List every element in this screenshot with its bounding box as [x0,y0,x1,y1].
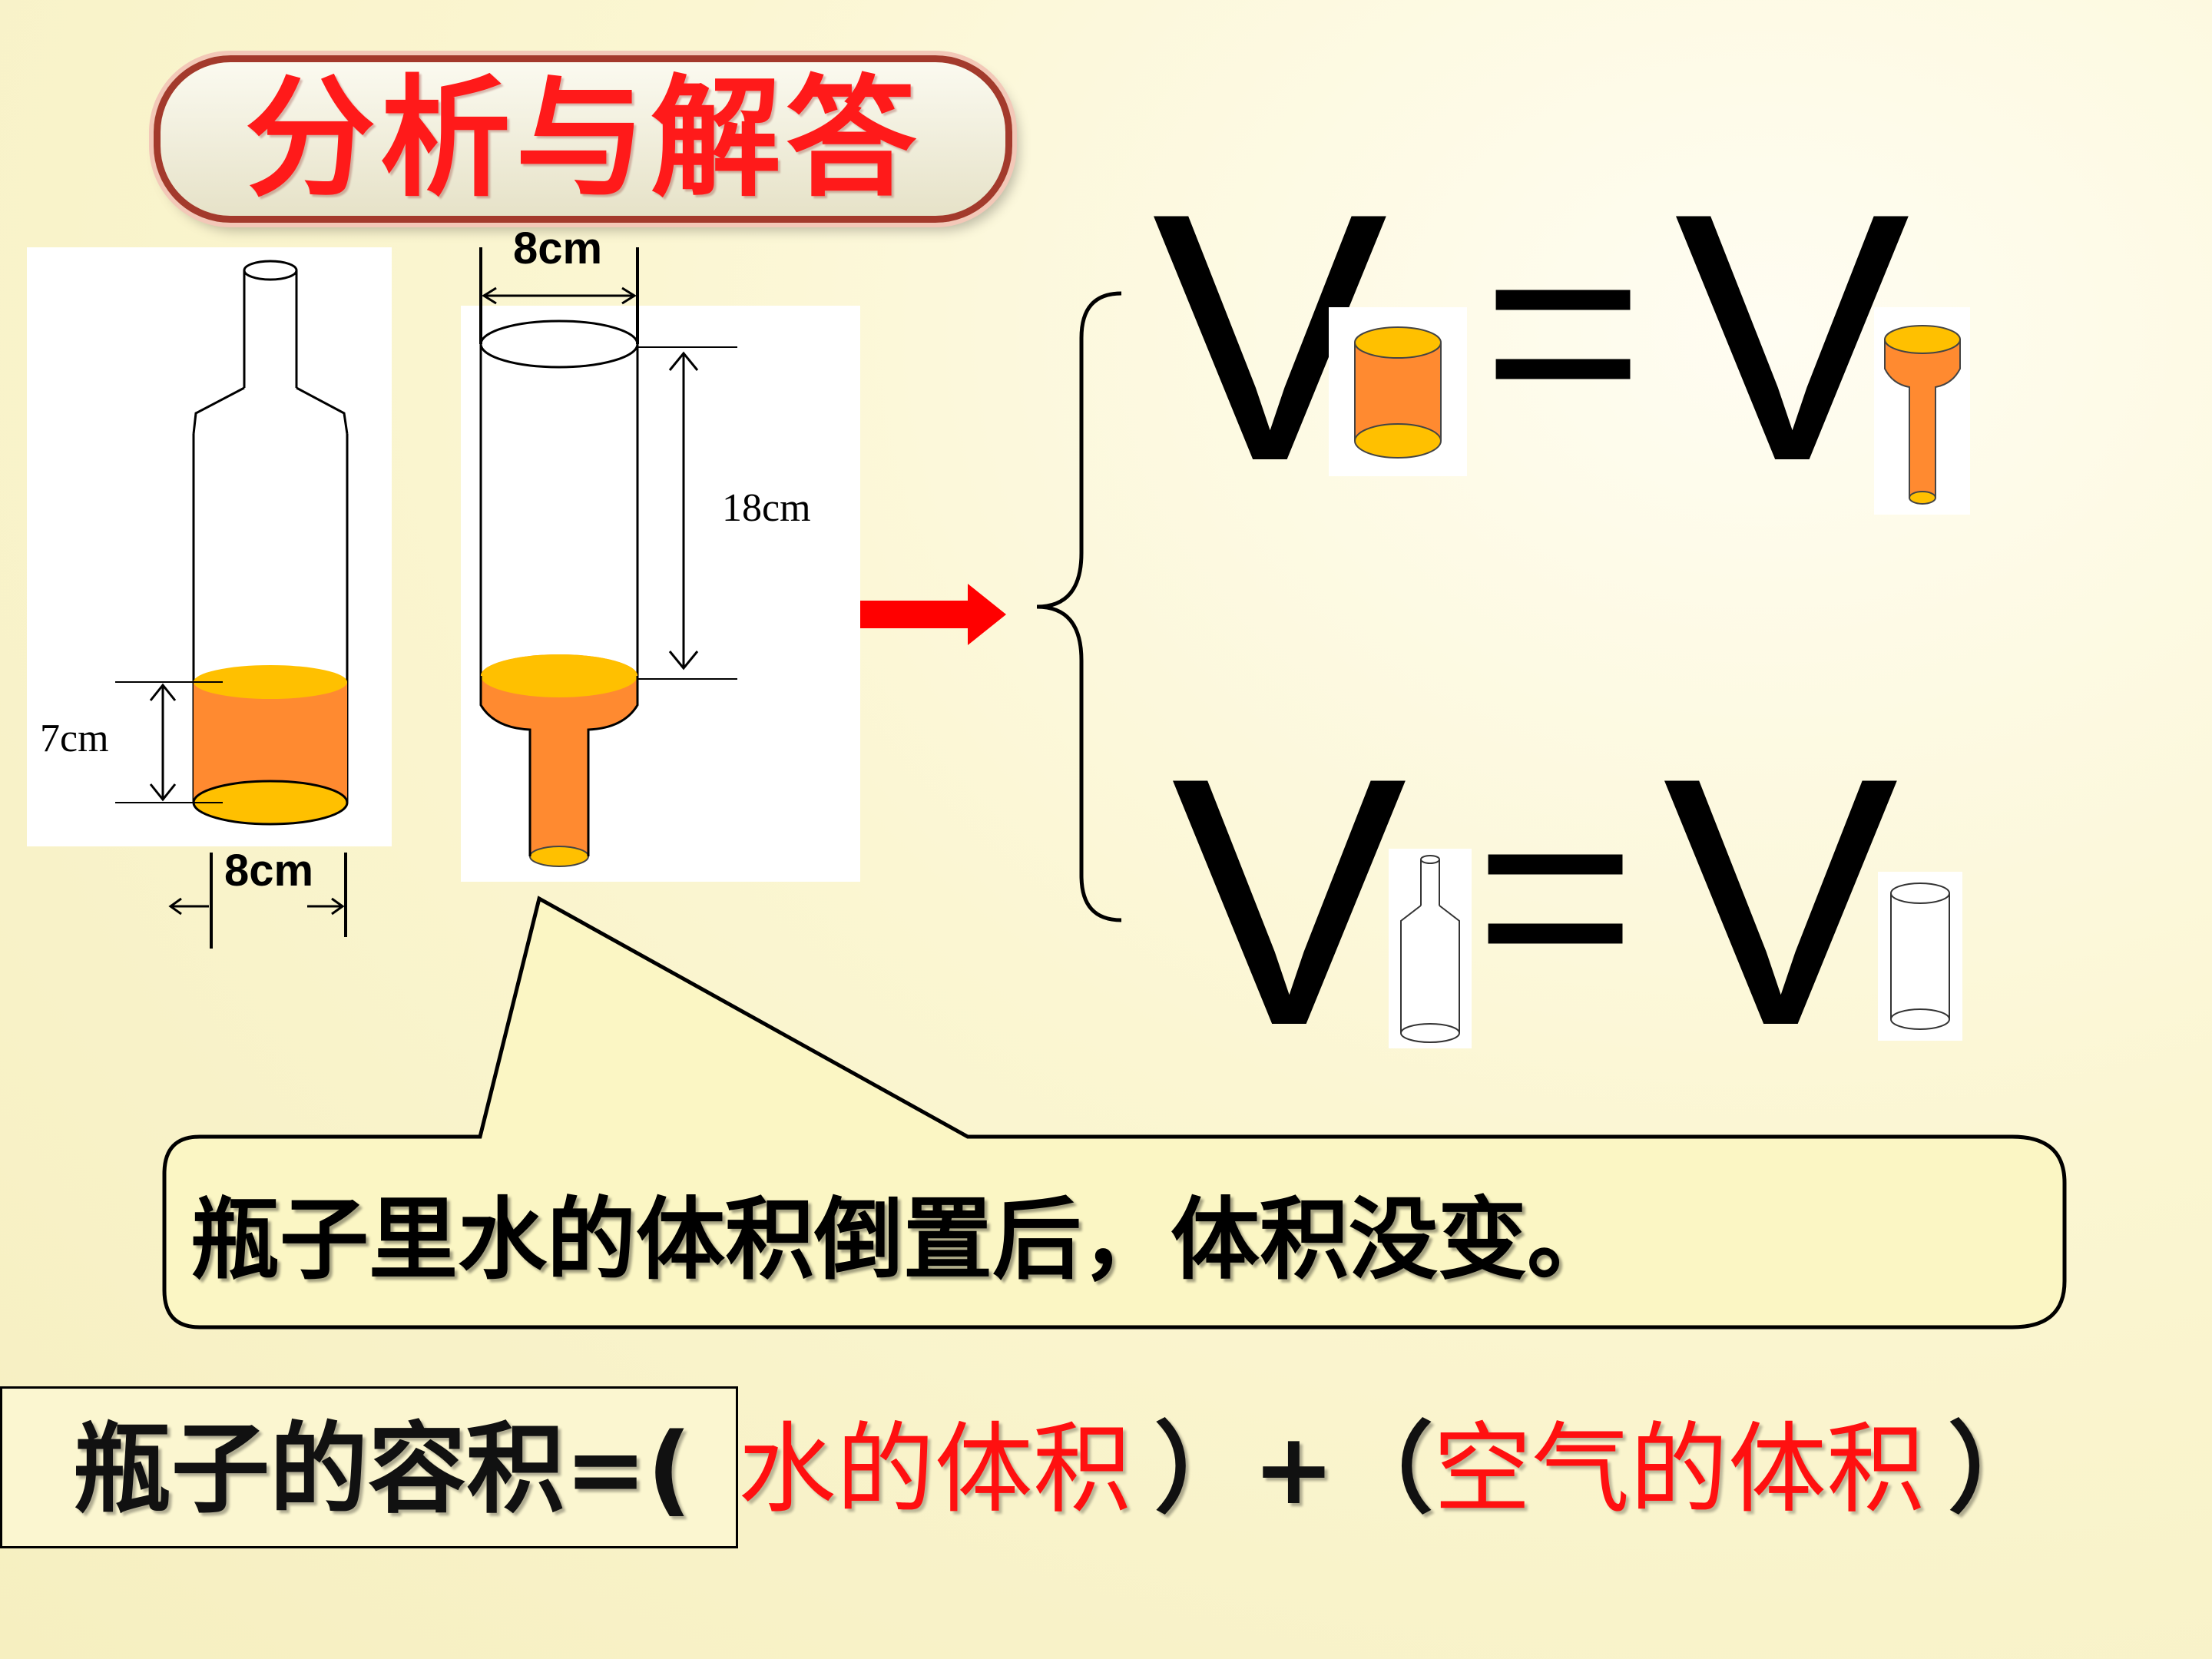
curly-brace-icon [1036,291,1122,922]
upright-bottle-figure [115,260,349,949]
formula-water-volume: 水的体积 [737,1412,1131,1527]
inverted-neck-water [530,726,588,856]
eq-top-right-v: V [1674,141,1910,535]
empty-cylinder-icon-bg [1878,872,1962,1041]
bottle-neck-top [243,260,298,281]
formula-label-box [0,1386,738,1548]
water-surface [194,665,347,699]
callout-text: 瓶子里水的体积倒置后，体积没变。 [190,1188,1616,1292]
right-height-label: 18cm [722,486,811,530]
empty-cylinder-icon [1890,882,1950,1030]
title-banner: 分析与解答 [154,55,1012,223]
right-width-label: 8cm [513,224,603,273]
eq-bottom-equals: = [1475,740,1637,1049]
formula-prefix: 瓶子的容积=( [73,1412,692,1527]
formula-plus: ）+（ [1154,1412,1434,1527]
inverted-bottle-rim [479,320,639,369]
empty-bottle-icon-bg [1389,849,1472,1048]
eq-bottom-left-v: V [1171,705,1407,1099]
callout-bubble [162,896,2067,1330]
inverted-bottle-figure [479,247,737,867]
page-title: 分析与解答 [244,63,921,215]
eq-bottom-right-v: V [1663,705,1899,1099]
red-arrow-icon [860,584,1006,645]
empty-bottle-icon [1400,855,1460,1043]
orange-cylinder-icon [1354,326,1442,459]
eq-top-equals: = [1482,176,1644,485]
formula-air-volume: 空气的体积 [1433,1412,1926,1527]
left-width-label: 8cm [224,846,314,896]
formula-line: 瓶子的容积=( 水的体积 ）+（ 空气的体积 ） [73,1421,2046,1519]
inverted-bottle-panel [461,306,860,882]
inverted-water-surface [481,654,637,697]
formula-suffix: ） [1948,1412,2047,1527]
left-height-label: 7cm [40,717,109,760]
orange-inverted-bottle-icon [1884,325,1961,505]
